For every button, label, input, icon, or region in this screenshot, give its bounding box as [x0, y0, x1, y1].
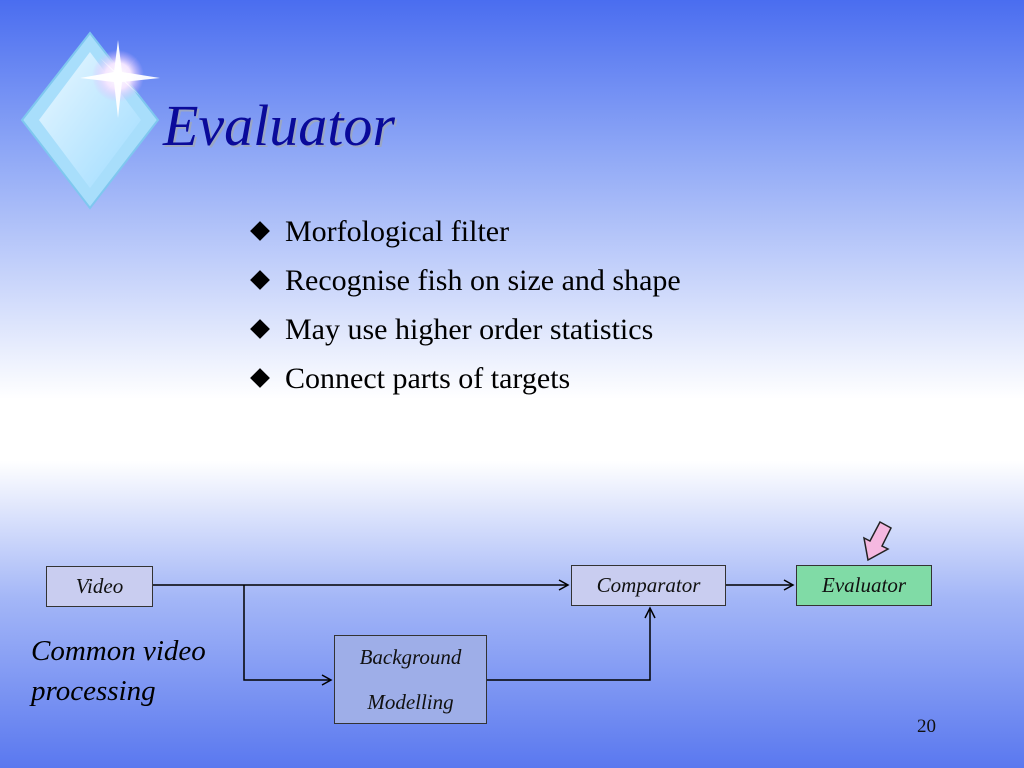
evaluator-arrow-head: [783, 579, 795, 591]
video-box: Video: [46, 566, 153, 607]
bullet-item: Recognise fish on size and shape: [250, 262, 681, 311]
caption-line2: processing: [31, 675, 156, 707]
background-arrow-head: [321, 674, 333, 686]
bullet-item: May use higher order statistics: [250, 311, 681, 360]
bullet-text: May use higher order statistics: [285, 313, 654, 346]
bullet-list: Morfological filter Recognise fish on si…: [250, 213, 681, 409]
bullet-text: Recognise fish on size and shape: [285, 264, 681, 297]
comparator-arrow-head: [558, 579, 570, 591]
background-modelling-box: Background Modelling: [334, 635, 487, 724]
comparator-box: Comparator: [571, 565, 726, 606]
background-box-line1: Background: [359, 644, 462, 669]
bullet-item: Connect parts of targets: [250, 360, 681, 409]
pointer-arrow-icon: [862, 520, 892, 562]
bullet-text: Connect parts of targets: [285, 362, 571, 395]
common-video-processing-caption: Common video processing: [31, 631, 206, 711]
page-number: 20: [917, 716, 936, 737]
caption-line1: Common video: [31, 635, 206, 667]
slide-title: Evaluator: [163, 93, 395, 158]
bullet-item: Morfological filter: [250, 213, 681, 262]
background-box-line2: Modelling: [367, 689, 454, 714]
comparator-up-arrow-head: [644, 606, 656, 619]
diamond-sparkle-logo: [20, 31, 160, 210]
bullet-text: Morfological filter: [285, 215, 510, 248]
background-to-comparator-line: [487, 610, 651, 681]
video-to-background-line: [243, 585, 330, 681]
evaluator-box: Evaluator: [796, 565, 932, 606]
